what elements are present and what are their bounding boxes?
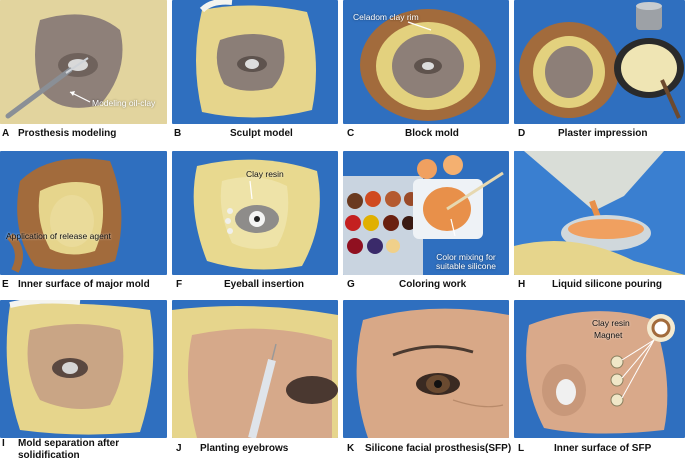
- panel-caption: Sculpt model: [230, 127, 293, 139]
- panel-letter: I: [2, 438, 5, 449]
- panel-letter: L: [518, 442, 525, 454]
- panel-i-photo: [0, 300, 167, 438]
- panel-k-photo: [343, 300, 509, 438]
- inner-surface-sfp-image: [514, 300, 685, 438]
- panel-caption: Silicone facial prosthesis(SFP): [365, 442, 512, 454]
- panel-caption: Block mold: [405, 127, 459, 139]
- panel-f-photo: Clay resin: [172, 151, 338, 275]
- panel-letter: F: [176, 278, 183, 290]
- annotation-clay-resin: Clay resin: [246, 169, 284, 179]
- eyeball-insertion-image: [172, 151, 338, 275]
- panel-letter: K: [347, 442, 355, 454]
- panel-caption: Plaster impression: [558, 127, 648, 139]
- panel-caption: Coloring work: [399, 278, 467, 290]
- caption-e: E Inner surface of major mold: [2, 276, 169, 292]
- panel-caption: Prosthesis modeling: [18, 127, 117, 139]
- panel-l-photo: Clay resin Magnet: [514, 300, 685, 438]
- panel-caption: Liquid silicone pouring: [552, 278, 662, 290]
- panel-caption: Inner surface of major mold: [18, 278, 150, 290]
- sculpt-model-image: [172, 0, 338, 124]
- caption-j: J Planting eyebrows: [176, 440, 342, 456]
- silicone-facial-prosthesis-image: [343, 300, 509, 438]
- annotation-clay-resin-l: Clay resin: [592, 318, 630, 328]
- caption-c: C Block mold: [347, 125, 513, 141]
- caption-d: D Plaster impression: [518, 125, 685, 141]
- panel-letter: J: [176, 442, 182, 454]
- plaster-impression-image: [514, 0, 685, 124]
- block-mold-image: [343, 0, 509, 124]
- annotation-color-mixing: Color mixing for suitable silicone: [435, 252, 496, 271]
- caption-h: H Liquid silicone pouring: [518, 276, 685, 292]
- caption-b: B Sculpt model: [174, 125, 340, 141]
- panel-j-photo: [172, 300, 338, 438]
- panel-caption: Eyeball insertion: [224, 278, 305, 290]
- liquid-silicone-pouring-image: [514, 151, 685, 275]
- panel-c-photo: Celadom clay rim: [343, 0, 509, 124]
- coloring-work-image: [343, 151, 509, 275]
- panel-caption: Inner surface of SFP: [554, 442, 652, 454]
- panel-letter: H: [518, 278, 526, 290]
- annotation-modeling-oil-clay: Modeling oil-clay: [92, 98, 156, 108]
- mold-separation-image: [0, 300, 167, 438]
- panel-caption: Mold separation after solidification: [18, 438, 120, 461]
- panel-letter: G: [347, 278, 355, 290]
- caption-i: I Mold separation after solidification: [2, 438, 152, 464]
- panel-d-photo: [514, 0, 685, 124]
- panel-caption: Planting eyebrows: [200, 442, 289, 454]
- caption-g: G Coloring work: [347, 276, 513, 292]
- caption-a: A Prosthesis modeling: [2, 125, 169, 141]
- panel-g-photo: Color mixing for suitable silicone: [343, 151, 509, 275]
- annotation-celadom-clay-rim: Celadom clay rim: [353, 12, 419, 22]
- panel-b-photo: [172, 0, 338, 124]
- prosthesis-modeling-image: [0, 0, 167, 124]
- panel-letter: A: [2, 127, 10, 139]
- panel-letter: C: [347, 127, 355, 139]
- panel-letter: D: [518, 127, 526, 139]
- panel-letter: E: [2, 278, 9, 290]
- panel-h-photo: [514, 151, 685, 275]
- annotation-magnet: Magnet: [594, 330, 623, 340]
- caption-l: L Inner surface of SFP: [518, 440, 685, 456]
- panel-e-photo: Application of release agent: [0, 151, 167, 275]
- caption-k: K Silicone facial prosthesis(SFP): [347, 440, 513, 456]
- inner-surface-major-mold-image: [0, 151, 167, 275]
- caption-f: F Eyeball insertion: [176, 276, 342, 292]
- panel-letter: B: [174, 127, 182, 139]
- panel-a-photo: Modeling oil-clay: [0, 0, 167, 124]
- annotation-application-of-release-agent: Application of release agent: [6, 231, 111, 241]
- planting-eyebrows-image: [172, 300, 338, 438]
